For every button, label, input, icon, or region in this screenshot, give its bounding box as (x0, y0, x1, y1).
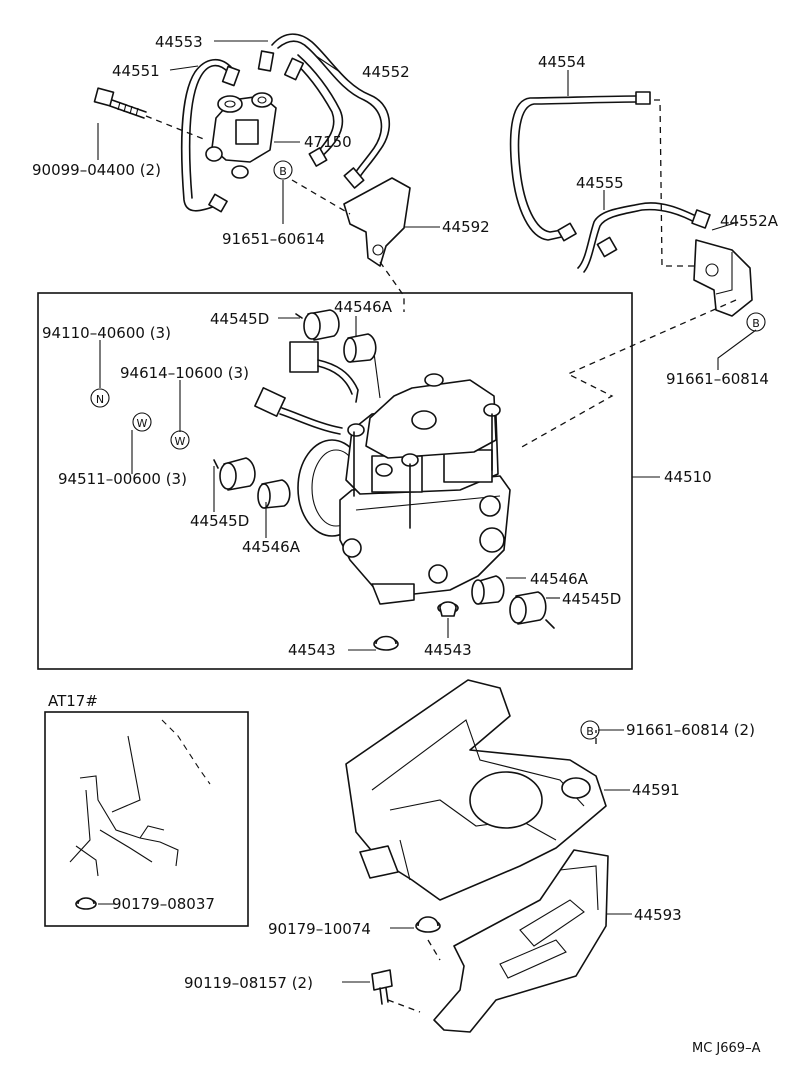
brake-tube-44552 (271, 33, 391, 181)
label-44546a-right: 44546A (530, 570, 589, 588)
bracket-44592 (343, 177, 411, 267)
svg-text:B: B (279, 165, 287, 178)
brake-tube-44554 (509, 95, 641, 241)
label-44593: 44593 (634, 906, 682, 924)
label-90179-08037: 90179–08037 (112, 895, 215, 913)
actuator-frame-44510 (37, 292, 633, 670)
svg-text:W: W (137, 417, 148, 430)
bolt-90099 (93, 87, 207, 141)
label-44543-right: 44543 (424, 641, 472, 659)
label-44545d-left: 44545D (190, 512, 249, 530)
label-91661-60814-top: 91661–60814 (666, 370, 769, 388)
callout-w-2: W (132, 412, 152, 432)
label-94614-10600: 94614–10600 (3) (120, 364, 249, 382)
label-44552a: 44552A (720, 212, 779, 230)
label-44545d-top: 44545D (210, 310, 269, 328)
top-right-assembly (509, 91, 753, 449)
label-47150: 47150 (304, 133, 352, 151)
small-fasteners (371, 916, 441, 1005)
svg-text:N: N (96, 393, 104, 406)
label-90099-04400: 90099–04400 (2) (32, 161, 161, 179)
inset-bracket-drawing (69, 719, 211, 910)
label-94110-40600: 94110–40600 (3) (42, 324, 171, 342)
label-44554: 44554 (538, 53, 586, 71)
label-91651-60614: 91651–60614 (222, 230, 325, 248)
bracket-44591 (345, 679, 607, 901)
label-44591: 44591 (632, 781, 680, 799)
bracket-44593 (433, 849, 609, 1033)
top-left-assembly (93, 33, 411, 312)
brake-tube-44551 (180, 59, 233, 212)
proportioning-valve-47150 (205, 92, 277, 179)
label-44510: 44510 (664, 468, 712, 486)
brake-tube-44555 (577, 202, 701, 269)
label-44553: 44553 (155, 33, 203, 51)
label-44552: 44552 (362, 63, 410, 81)
callout-n: N (90, 388, 110, 408)
wiring-connectors (254, 337, 381, 435)
label-90119-08157: 90119–08157 (2) (184, 974, 313, 992)
label-44592: 44592 (442, 218, 490, 236)
bracket-44552a (693, 239, 753, 317)
abs-actuator-44510 (297, 373, 511, 605)
inset-title: AT17# (48, 692, 98, 710)
label-44545d-right: 44545D (562, 590, 621, 608)
callout-b-2: B (746, 312, 766, 332)
label-94511-00600: 94511–00600 (3) (58, 470, 187, 488)
svg-text:B: B (752, 317, 760, 330)
diagram-code: MC J669–A (692, 1041, 761, 1056)
label-44546a-top: 44546A (334, 298, 393, 316)
callout-w-1: W (170, 430, 190, 450)
inset-at17 (44, 711, 249, 927)
label-44551: 44551 (112, 62, 160, 80)
label-44555: 44555 (576, 174, 624, 192)
callout-b-3: B (580, 720, 600, 740)
cushions (213, 309, 555, 651)
label-44546a-left: 44546A (242, 538, 301, 556)
svg-text:B: B (586, 725, 594, 738)
label-90179-10074: 90179–10074 (268, 920, 371, 938)
callout-b-1: B (273, 160, 293, 180)
svg-text:W: W (175, 435, 186, 448)
label-44543-left: 44543 (288, 641, 336, 659)
label-91661-60814-bottom: 91661–60814 (2) (626, 721, 755, 739)
